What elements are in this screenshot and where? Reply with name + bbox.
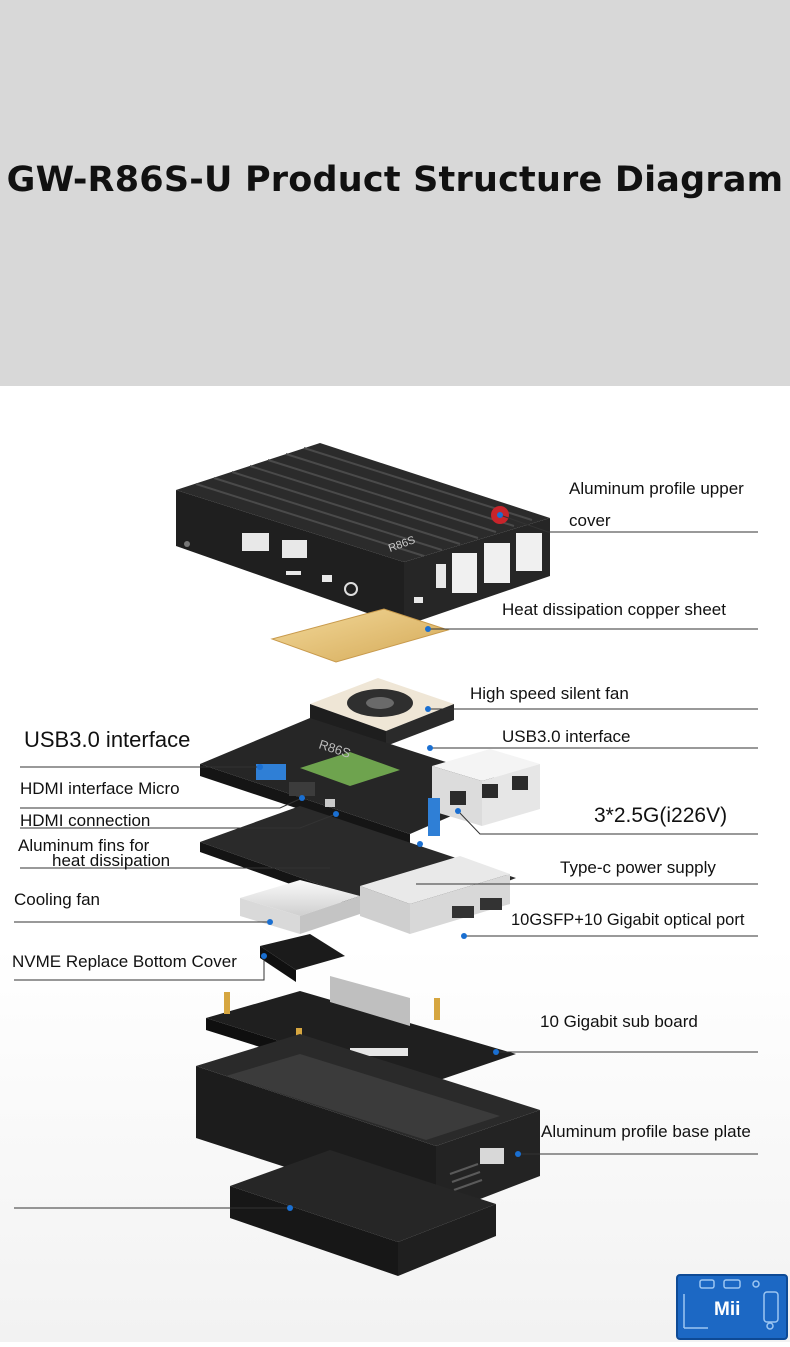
cooling-fan-part xyxy=(240,880,360,934)
ethernet-ports xyxy=(432,749,540,826)
nvme-cover-part xyxy=(260,934,345,982)
label-hdmi-line1: HDMI interface Micro xyxy=(20,779,180,798)
mii-logo: Mii xyxy=(676,1274,788,1340)
label-upper-cover-line2: cover xyxy=(569,511,611,530)
device-illustration: R86S R86S xyxy=(0,443,790,1342)
sfp-cage-part xyxy=(360,856,510,934)
callout-dots xyxy=(257,512,521,1211)
leader-lines xyxy=(14,514,758,1209)
label-hdmi-line2: HDMI connection xyxy=(20,811,151,830)
label-base-plate: Aluminum profile base plate xyxy=(541,1122,751,1141)
label-sfp: 10GSFP+10 Gigabit optical port xyxy=(511,911,745,929)
label-cooling-fan: Cooling fan xyxy=(14,890,101,909)
usb-port-right xyxy=(428,798,440,836)
upper-cover-part: R86S xyxy=(176,443,550,626)
label-fins-line2: heat dissipation xyxy=(52,851,171,870)
label-fins-line1: Aluminum fins for xyxy=(18,836,150,855)
label-sub-board: 10 Gigabit sub board xyxy=(540,1012,698,1031)
label-usb-left: USB3.0 interface xyxy=(24,727,191,752)
header-banner: GW-R86S-U Product Structure Diagram xyxy=(0,0,790,386)
label-ethernet: 3*2.5G(i226V) xyxy=(594,804,728,827)
label-copper-sheet: Heat dissipation copper sheet xyxy=(502,600,726,619)
label-silent-fan: High speed silent fan xyxy=(470,684,629,703)
copper-sheet-part xyxy=(270,608,450,663)
label-upper-cover-line1: Aluminum profile upper xyxy=(569,479,744,498)
label-usb-right: USB3.0 interface xyxy=(502,727,631,746)
logo-text: Mii xyxy=(714,1299,741,1320)
fan-part xyxy=(310,678,454,746)
circuit-icon xyxy=(683,1279,779,1330)
label-nvme: NVME Replace Bottom Cover xyxy=(12,952,237,971)
page-title: GW-R86S-U Product Structure Diagram xyxy=(6,160,784,200)
label-typec: Type-c power supply xyxy=(560,858,716,877)
exploded-diagram: R86S R86S xyxy=(0,386,790,1342)
